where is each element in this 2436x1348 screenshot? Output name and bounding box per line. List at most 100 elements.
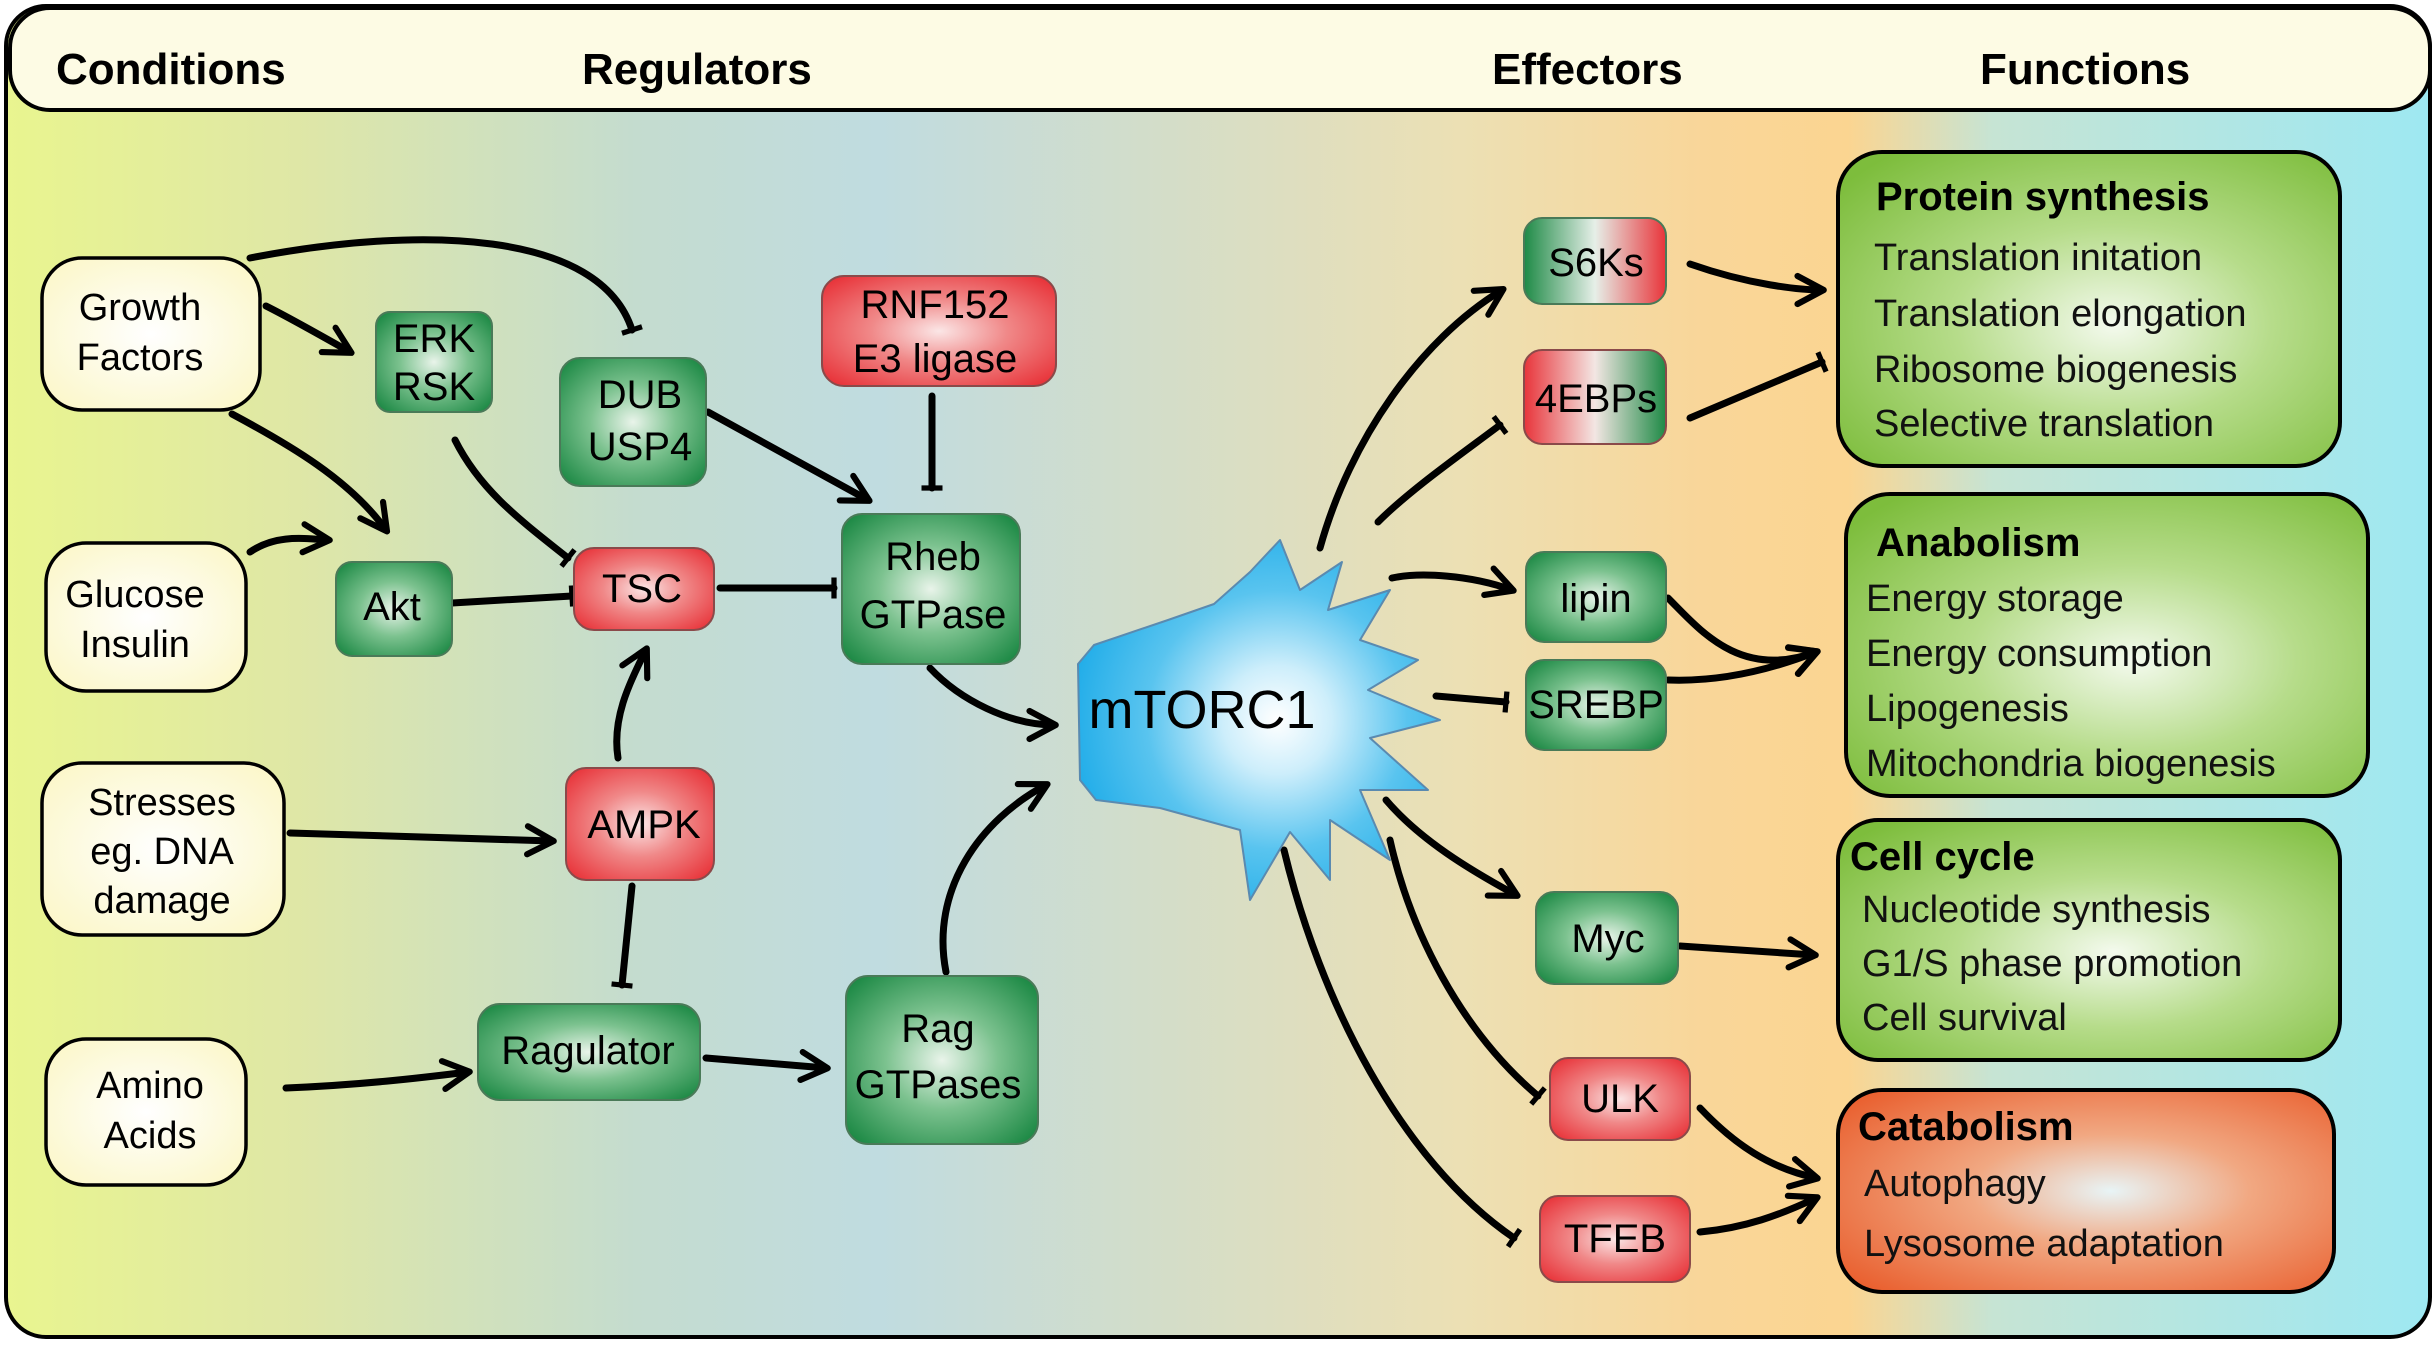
edge-dub-to-rheb [704,408,873,504]
svg-text:ULK: ULK [1581,1077,1659,1121]
header-functions: Functions [1980,45,2190,94]
svg-text:TFEB: TFEB [1564,1217,1666,1261]
svg-text:damage: damage [93,880,230,922]
svg-text:Glucose: Glucose [65,574,204,616]
svg-text:Rheb: Rheb [885,535,981,579]
svg-text:Ragulator: Ragulator [501,1029,674,1073]
svg-text:Myc: Myc [1571,917,1644,961]
svg-text:Ribosome biogenesis: Ribosome biogenesis [1874,349,2237,391]
svg-text:Amino: Amino [96,1065,204,1107]
svg-text:Autophagy: Autophagy [1864,1163,2046,1205]
svg-text:Catabolism: Catabolism [1858,1105,2074,1149]
edge-rag-to-mtorc1 [939,781,1051,976]
function-catabolism: Catabolism Autophagy Lysosome adaptation [1836,1088,2336,1294]
edge-amino-to-ragulator [282,1058,473,1092]
edge-growth-to-dub [246,236,643,336]
svg-text:AMPK: AMPK [587,803,701,847]
svg-text:Cell cycle: Cell cycle [1850,835,2035,879]
svg-text:eg. DNA: eg. DNA [90,831,234,873]
svg-text:Insulin: Insulin [80,624,190,666]
svg-text:Translation elongation: Translation elongation [1874,293,2247,335]
edge-mtorc1-to-s6ks [1316,286,1507,552]
edge-mtorc1-to-lipin [1388,565,1517,599]
edge-4ebps-inhibits-protein-synthesis [1686,351,1829,422]
hub-label: mTORC1 [1088,680,1315,740]
node-ulk: ULK [1549,1057,1691,1141]
node-ragulator: Ragulator [477,1003,701,1101]
svg-text:Energy consumption: Energy consumption [1866,633,2212,675]
edge-growth-to-erk [262,302,355,356]
edge-ragulator-to-rag [702,1048,831,1083]
node-akt: Akt [335,561,453,657]
edge-glucose-to-akt [246,521,333,556]
node-s6ks: S6Ks [1523,217,1667,305]
node-tsc: TSC [573,547,715,631]
svg-text:G1/S phase promotion: G1/S phase promotion [1862,943,2242,985]
edge-srebp-to-anabolism [1664,644,1821,684]
svg-text:Akt: Akt [363,585,421,629]
svg-text:Acids: Acids [104,1115,197,1157]
function-anabolism: Anabolism Energy storage Energy consumpt… [1844,492,2370,798]
svg-text:SREBP: SREBP [1528,683,1664,727]
edge-s6ks-to-protein-synthesis [1686,260,1827,308]
edge-mtorc1-inhibits-srebp [1432,691,1510,713]
svg-text:Lysosome adaptation: Lysosome adaptation [1864,1223,2224,1265]
edge-mtorc1-inhibits-4ebps [1374,415,1509,526]
condition-glucose-insulin: Glucose Insulin [44,541,248,693]
function-protein-synthesis: Protein synthesis Translation initation … [1836,150,2342,468]
node-lipin: lipin [1525,551,1667,643]
svg-text:Factors: Factors [77,337,204,379]
svg-text:4EBPs: 4EBPs [1535,377,1657,421]
node-rnf152-e3-ligase: RNF152 E3 ligase [821,275,1057,387]
node-erk-rsk: ERK RSK [375,311,493,413]
edge-tfeb-to-catabolism [1696,1192,1821,1236]
node-4ebps: 4EBPs [1523,349,1667,445]
edges [228,236,1829,1249]
svg-text:E3 ligase: E3 ligase [853,337,1018,381]
svg-text:DUB: DUB [598,373,682,417]
node-srebp: SREBP [1525,659,1667,751]
node-dub-usp4: DUB USP4 [559,357,707,487]
edge-rheb-to-mtorc1 [926,664,1059,743]
edge-ampk-to-tsc [613,645,651,762]
svg-text:GTPase: GTPase [860,593,1007,637]
function-cell-cycle: Cell cycle Nucleotide synthesis G1/S pha… [1836,818,2342,1062]
edge-stress-to-ampk [286,823,557,858]
svg-text:Rag: Rag [901,1007,974,1051]
node-rheb-gtpase: Rheb GTPase [841,513,1021,665]
svg-text:Mitochondria biogenesis: Mitochondria biogenesis [1866,743,2276,785]
edge-erk-inhibits-tsc [451,436,577,568]
edge-ulk-to-catabolism [1696,1104,1821,1190]
header-conditions: Conditions [56,45,286,94]
edge-ragulator-inhibits-ampk [611,882,636,989]
edge-mtorc1-inhibits-ulk [1386,836,1547,1106]
svg-text:Stresses: Stresses [88,782,236,824]
header-regulators: Regulators [582,45,812,94]
svg-text:Translation initation: Translation initation [1874,237,2202,279]
edge-mtorc1-to-myc [1382,796,1521,899]
node-tfeb: TFEB [1539,1195,1691,1283]
svg-text:RSK: RSK [393,365,476,409]
svg-text:S6Ks: S6Ks [1548,241,1644,285]
edge-mtorc1-inhibits-tfeb [1280,846,1523,1249]
svg-text:Energy storage: Energy storage [1866,578,2124,620]
header-effectors: Effectors [1492,45,1683,94]
edge-myc-to-cell-cycle [1676,936,1819,971]
svg-text:ERK: ERK [393,317,476,361]
svg-text:Nucleotide synthesis: Nucleotide synthesis [1862,889,2211,931]
svg-text:TSC: TSC [602,567,682,611]
svg-text:USP4: USP4 [588,425,693,469]
condition-stresses: Stresses eg. DNA damage [40,761,286,937]
node-ampk: AMPK [565,767,715,881]
svg-text:lipin: lipin [1560,577,1631,621]
node-myc: Myc [1535,891,1679,985]
edge-akt-inhibits-tsc [448,585,576,607]
svg-text:Lipogenesis: Lipogenesis [1866,688,2069,730]
hub-mtorc1: mTORC1 [1077,539,1441,901]
node-rag-gtpases: Rag GTPases [845,975,1039,1145]
svg-text:GTPases: GTPases [855,1063,1022,1107]
header-band [8,6,2432,112]
svg-text:Selective translation: Selective translation [1874,403,2214,445]
